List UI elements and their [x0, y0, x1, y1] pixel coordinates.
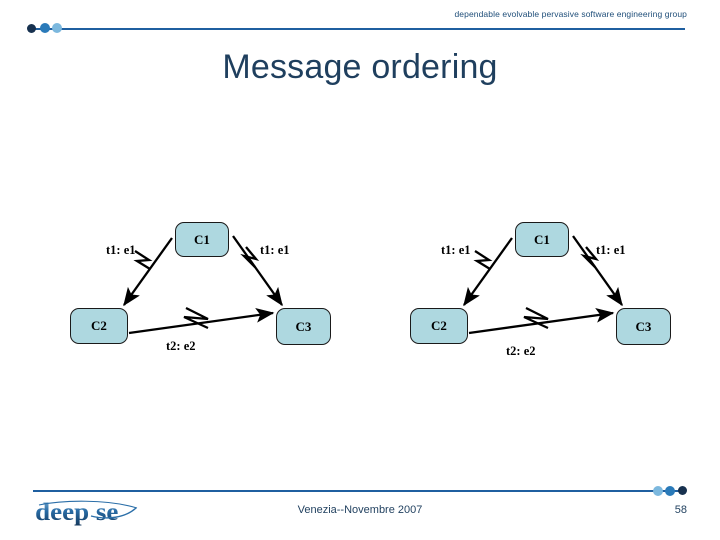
edge-c1-to-c3 [572, 235, 623, 307]
edge-label-c1-c3: t1: e1 [596, 243, 626, 257]
header-dot-2-icon [40, 23, 50, 33]
page-title: Message ordering [222, 48, 498, 86]
header-dot-3-icon [52, 23, 62, 33]
footer-dot-3-icon [678, 486, 687, 495]
message-ordering-diagram-right: C1 C2 C3 t1: e1 t1: e1 t2: e2 [398, 195, 718, 395]
edge-c2-to-c3 [468, 306, 615, 335]
node-c2[interactable]: C2 [410, 308, 468, 344]
edge-label-c2-c3: t2: e2 [506, 344, 536, 358]
header-dot-1-icon [27, 24, 36, 33]
node-c2[interactable]: C2 [70, 308, 128, 344]
edge-label-c1-c2: t1: e1 [441, 243, 471, 257]
message-ordering-diagram-left: C1 C2 C3 t1: e1 t1: e1 t2: e2 [58, 195, 378, 395]
header-divider [33, 28, 685, 30]
footer-center-text: Venezia--Novembre 2007 [297, 504, 423, 516]
diagram-area: C1 C2 C3 t1: e1 t1: e1 t2: e2 [0, 195, 720, 395]
edges-right [463, 235, 623, 335]
deepse-logo: deep se [35, 498, 138, 526]
edge-label-c1-c2: t1: e1 [106, 243, 136, 257]
slide-header: dependable evolvable pervasive software … [0, 0, 720, 40]
footer-dot-2-icon [665, 486, 675, 496]
slide-footer: deep se Venezia--Novembre 2007 58 [0, 480, 720, 540]
edge-c2-to-c3 [128, 306, 275, 335]
edge-c1-to-c2 [123, 237, 173, 307]
footer-divider [33, 490, 685, 492]
edge-c1-to-c2 [463, 237, 513, 307]
node-c3[interactable]: C3 [276, 308, 331, 345]
edge-label-c1-c3: t1: e1 [260, 243, 290, 257]
node-c3[interactable]: C3 [616, 308, 671, 345]
footer-dot-1-icon [653, 486, 663, 496]
header-tagline: dependable evolvable pervasive software … [454, 9, 687, 19]
edges-left [123, 235, 283, 335]
node-c1[interactable]: C1 [515, 222, 569, 257]
edge-c1-to-c3 [232, 235, 283, 307]
node-c1[interactable]: C1 [175, 222, 229, 257]
edge-label-c2-c3: t2: e2 [166, 339, 196, 353]
page-number: 58 [674, 504, 687, 516]
